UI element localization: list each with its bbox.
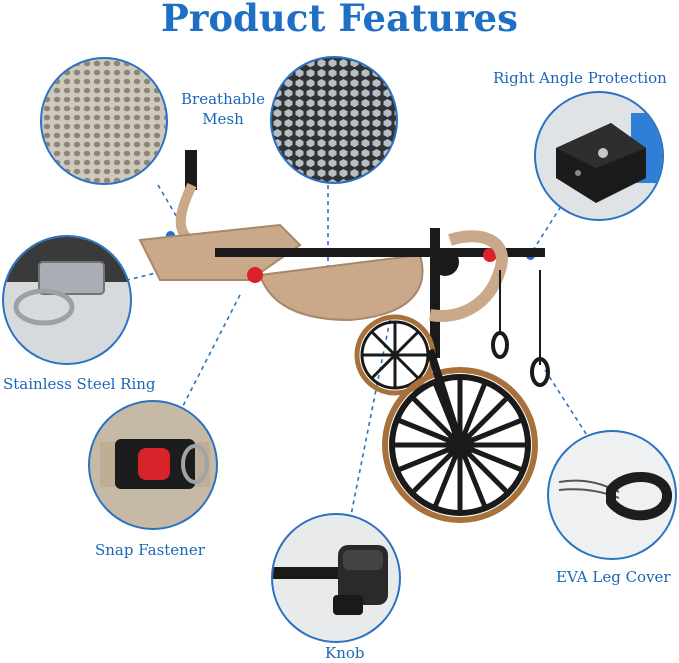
hex-mesh-icon bbox=[272, 58, 396, 182]
corner-protector-icon bbox=[556, 113, 662, 203]
breathable-mesh-label: Breathable Mesh bbox=[177, 89, 269, 129]
eva-leg-cover-closeup bbox=[547, 430, 677, 560]
dog-wheelchair-image bbox=[138, 150, 550, 523]
hex-mesh-closeup bbox=[270, 56, 398, 184]
breathable-mesh-line2: Mesh bbox=[202, 110, 244, 128]
eva-leg-cover-label: EVA Leg Cover bbox=[556, 568, 671, 586]
page-title: Product Features bbox=[161, 0, 518, 40]
stainless-steel-ring-label: Stainless Steel Ring bbox=[3, 375, 156, 393]
leg-loop-icon bbox=[558, 472, 672, 521]
right-angle-closeup bbox=[534, 91, 664, 221]
snap-fastener-label: Snap Fastener bbox=[95, 541, 205, 559]
mesh-texture-icon bbox=[42, 59, 166, 183]
buckle-icon bbox=[100, 439, 210, 489]
breathable-mesh-closeup bbox=[40, 57, 168, 185]
stainless-steel-ring-closeup bbox=[2, 235, 132, 365]
knob-closeup bbox=[271, 513, 401, 643]
knob-icon bbox=[273, 545, 388, 615]
steel-ring-icon bbox=[4, 237, 130, 326]
snap-fastener-closeup bbox=[88, 400, 218, 530]
breathable-mesh-line1: Breathable bbox=[181, 90, 265, 108]
right-angle-protection-label: Right Angle Protection bbox=[493, 69, 667, 87]
knob-label: Knob bbox=[325, 644, 365, 662]
